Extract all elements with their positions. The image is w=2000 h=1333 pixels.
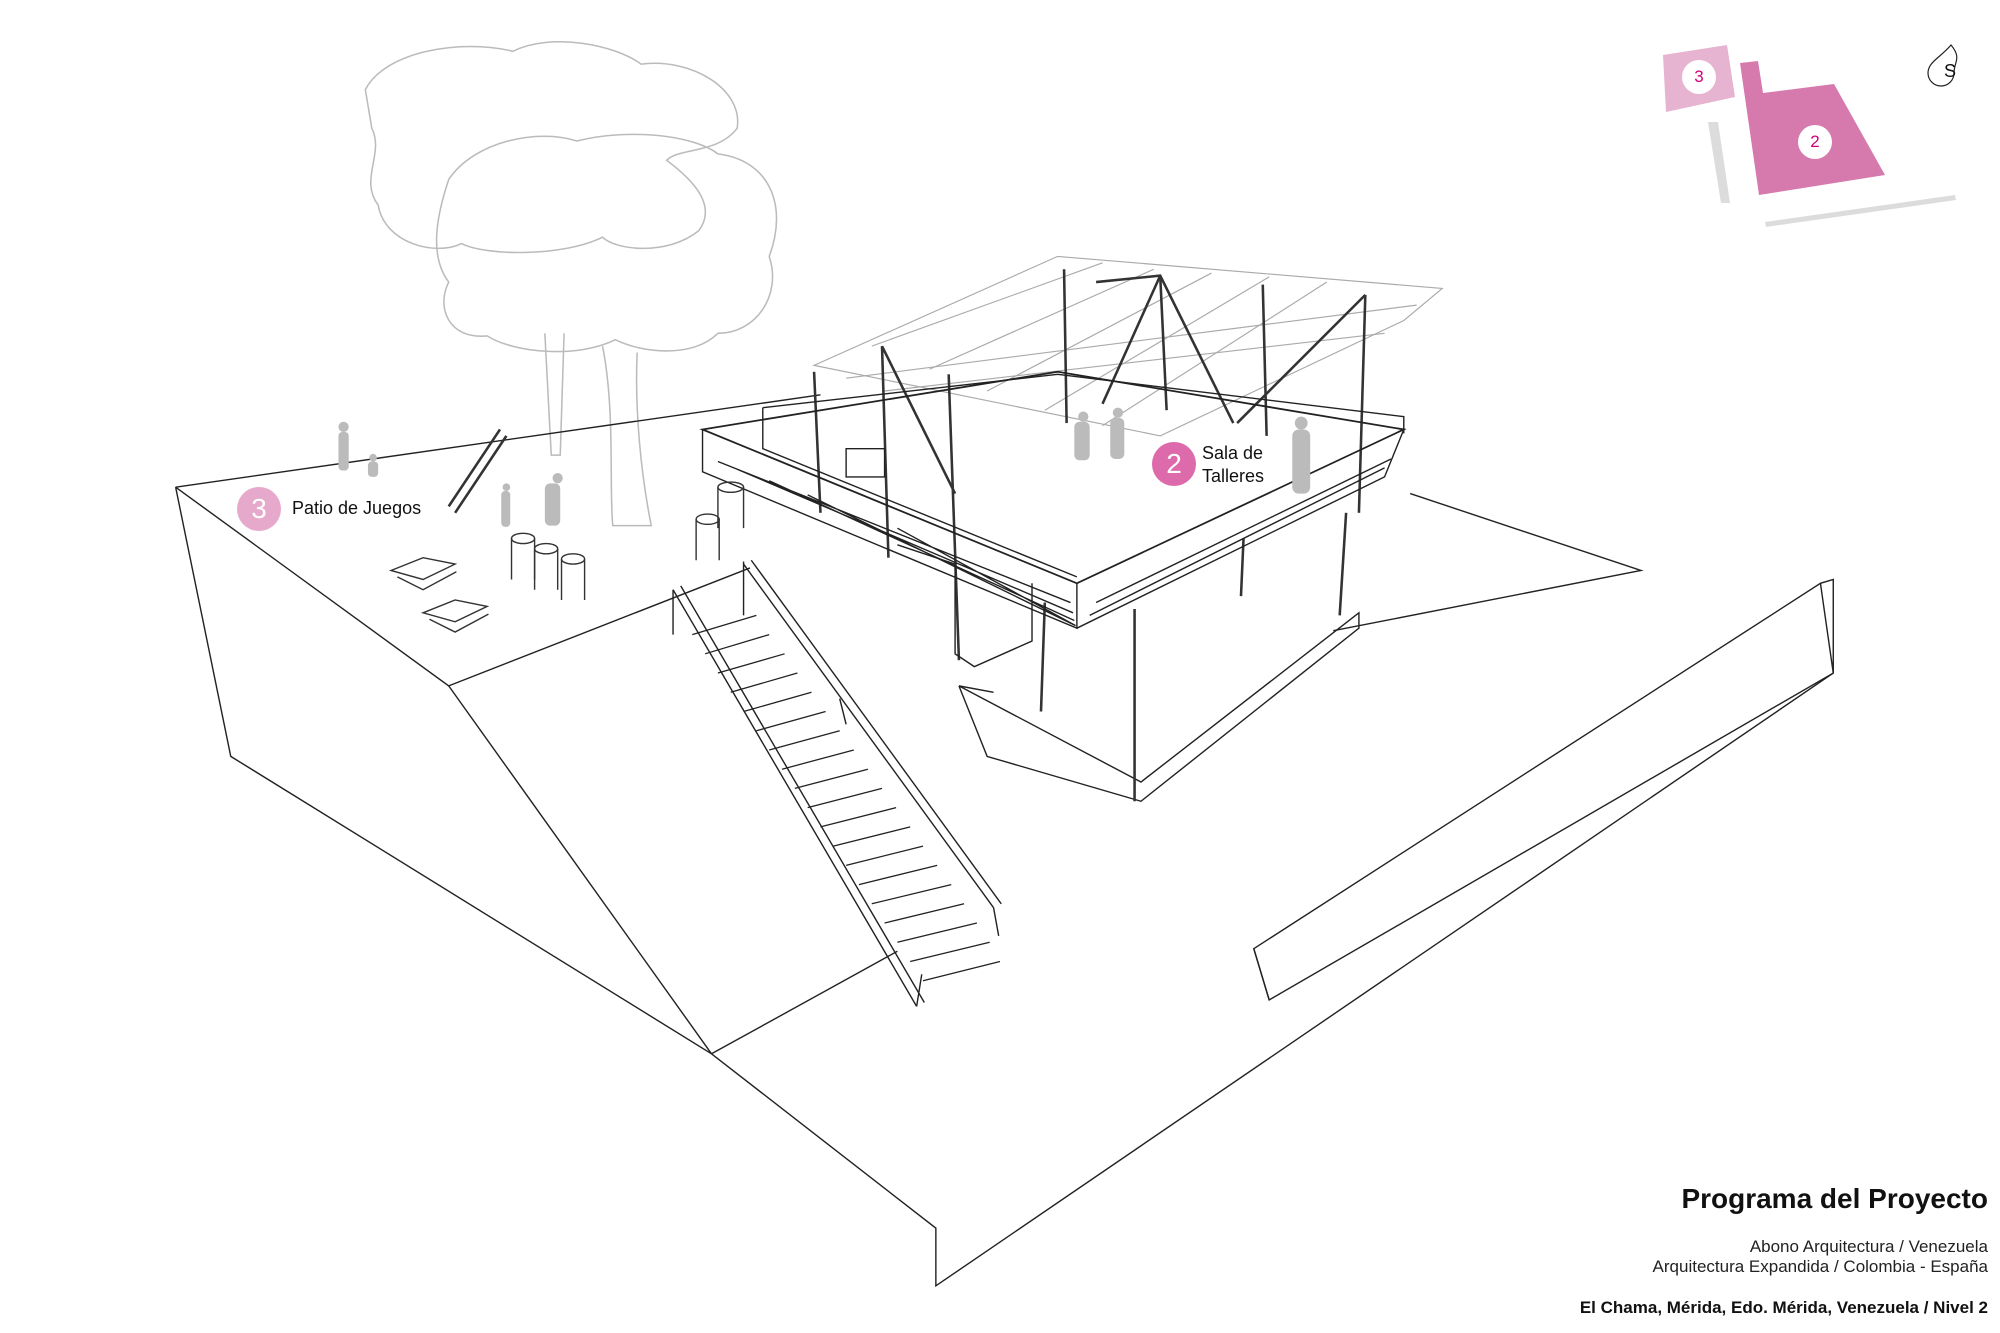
diagram-title: Programa del Proyecto <box>1681 1183 1988 1214</box>
key-zone2-badge: 2 <box>1798 125 1832 159</box>
columns <box>812 269 1367 802</box>
zone2-badge: 2 <box>1152 442 1196 486</box>
zone2-label-line1: Sala de <box>1202 443 1264 463</box>
zone3-badge: 3 <box>237 487 281 531</box>
credit-line-2: Arquitectura Expandida / Colombia - Espa… <box>1652 1257 1988 1276</box>
location-line: El Chama, Mérida, Edo. Mérida, Venezuela… <box>1579 1298 1988 1317</box>
stairs <box>672 559 1002 1007</box>
people <box>338 407 1311 527</box>
playground <box>388 428 745 633</box>
site-terrain <box>174 394 1834 1288</box>
north-icon <box>1927 44 1958 87</box>
credit-line-1: Abono Arquitectura / Venezuela <box>1749 1237 1988 1256</box>
stair-treads <box>692 614 1001 982</box>
key-gray-bar-2 <box>1765 195 1956 227</box>
key-gray-bar-1 <box>1708 122 1730 203</box>
north-label: S <box>1944 61 1957 81</box>
key-zone3-badge: 3 <box>1682 60 1716 94</box>
deck-platform <box>699 370 1407 668</box>
zone3-label: Patio de Juegos <box>292 498 422 518</box>
tree-outlines <box>364 41 778 527</box>
zone2-label-line2: Talleres <box>1202 466 1265 486</box>
